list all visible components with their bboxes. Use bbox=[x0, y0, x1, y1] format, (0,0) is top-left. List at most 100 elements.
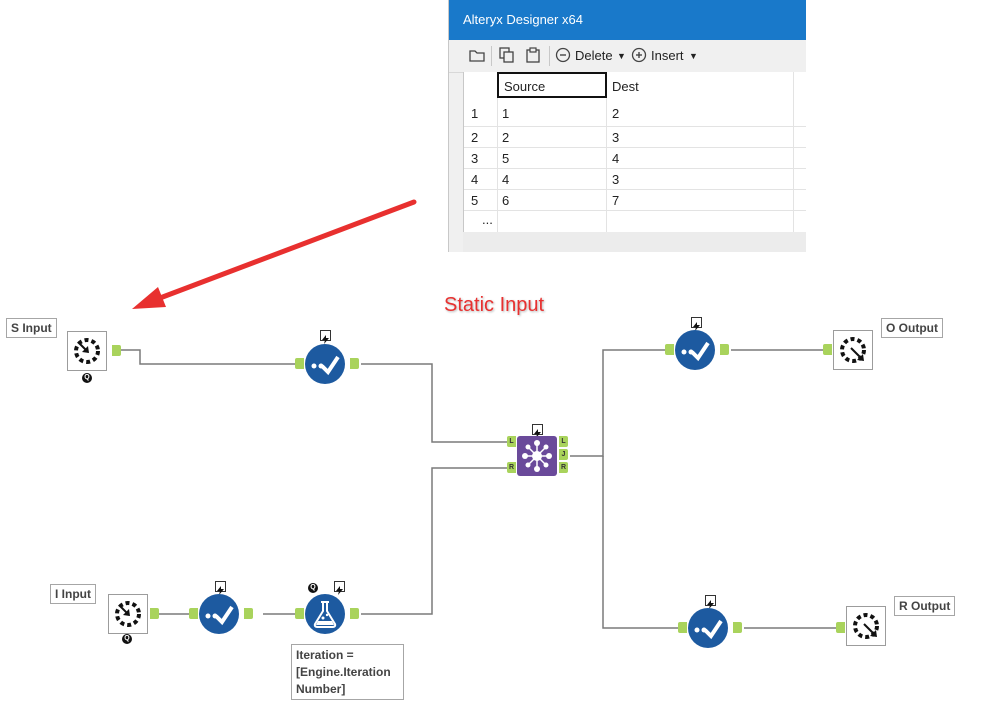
window-title: Alteryx Designer x64 bbox=[449, 0, 806, 40]
grid-line bbox=[497, 72, 498, 232]
flask-icon bbox=[313, 601, 337, 628]
output-anchor[interactable] bbox=[150, 608, 159, 619]
paste-icon[interactable] bbox=[525, 47, 541, 63]
table-cell-source[interactable]: 1 bbox=[502, 106, 510, 121]
join-network-icon bbox=[522, 440, 552, 472]
r-output-label[interactable]: R Output bbox=[894, 596, 956, 616]
checkmark-icon bbox=[694, 619, 723, 640]
table-cell-dest[interactable]: 3 bbox=[612, 130, 620, 145]
plus-circle-icon[interactable] bbox=[631, 47, 647, 63]
formula-annotation[interactable]: Iteration = [Engine.Iteration Number] bbox=[291, 644, 404, 700]
input-anchor[interactable] bbox=[295, 608, 304, 619]
question-badge: Q bbox=[122, 634, 132, 644]
question-badge: Q bbox=[308, 583, 318, 593]
i-input-label[interactable]: I Input bbox=[50, 584, 96, 604]
select-tool-3[interactable] bbox=[675, 330, 715, 370]
connection-line bbox=[361, 467, 507, 615]
o-output-macro-tool[interactable] bbox=[833, 330, 873, 370]
macro-output-icon bbox=[840, 337, 866, 363]
input-anchor[interactable] bbox=[823, 344, 832, 355]
grid-line bbox=[793, 72, 794, 232]
input-anchor[interactable] bbox=[836, 622, 845, 633]
row-number: 1 bbox=[471, 106, 479, 121]
connection-line bbox=[602, 456, 680, 629]
delete-button[interactable]: Delete bbox=[575, 48, 613, 63]
table-cell-dest[interactable]: 3 bbox=[612, 172, 620, 187]
toolbar-separator bbox=[549, 46, 550, 66]
grid-line bbox=[464, 210, 806, 211]
table-cell-source[interactable]: 2 bbox=[502, 130, 510, 145]
row-number: 4 bbox=[471, 172, 479, 187]
row-number: 5 bbox=[471, 193, 479, 208]
toolbar-separator bbox=[491, 46, 492, 66]
r-output-macro-tool[interactable] bbox=[846, 606, 886, 646]
input-anchor[interactable] bbox=[665, 344, 674, 355]
static-input-annotation: Static Input bbox=[444, 294, 545, 316]
table-cell-dest[interactable]: 4 bbox=[612, 151, 620, 166]
table-cell-source[interactable]: 4 bbox=[502, 172, 510, 187]
join-joined-output-anchor[interactable]: J bbox=[559, 449, 568, 460]
grid-line bbox=[606, 72, 607, 232]
output-anchor[interactable] bbox=[733, 622, 742, 633]
lightning-icon bbox=[705, 595, 716, 609]
connection-line bbox=[121, 349, 297, 365]
macro-input-icon bbox=[74, 338, 100, 364]
table-cell-dest[interactable]: 2 bbox=[612, 106, 620, 121]
grid-line bbox=[464, 147, 806, 148]
insert-button[interactable]: Insert bbox=[651, 48, 684, 63]
i-input-macro-tool[interactable] bbox=[108, 594, 148, 634]
output-anchor[interactable] bbox=[350, 358, 359, 369]
table-cell-source[interactable]: 6 bbox=[502, 193, 510, 208]
o-output-label[interactable]: O Output bbox=[881, 318, 943, 338]
select-tool-1[interactable] bbox=[305, 344, 345, 384]
select-tool-2[interactable] bbox=[199, 594, 239, 634]
join-right-input-anchor[interactable]: R bbox=[507, 462, 516, 473]
grid-line bbox=[464, 168, 806, 169]
table-cell-dest[interactable]: 7 bbox=[612, 193, 620, 208]
join-left-input-anchor[interactable]: L bbox=[507, 436, 516, 447]
output-anchor[interactable] bbox=[720, 344, 729, 355]
macro-input-icon bbox=[115, 601, 141, 627]
output-anchor[interactable] bbox=[244, 608, 253, 619]
grid-line bbox=[464, 126, 806, 127]
checkmark-icon bbox=[311, 355, 340, 376]
output-anchor[interactable] bbox=[112, 345, 121, 356]
checkmark-icon bbox=[681, 341, 710, 362]
lightning-icon bbox=[334, 581, 345, 595]
s-input-macro-tool[interactable] bbox=[67, 331, 107, 371]
folder-icon[interactable] bbox=[469, 47, 485, 63]
new-row-ellipsis[interactable]: ... bbox=[482, 212, 493, 227]
column-header-source[interactable]: Source bbox=[497, 72, 607, 98]
join-left-output-anchor[interactable]: L bbox=[559, 436, 568, 447]
output-anchor[interactable] bbox=[350, 608, 359, 619]
s-input-label[interactable]: S Input bbox=[6, 318, 57, 338]
row-number: 3 bbox=[471, 151, 479, 166]
grid-footer bbox=[463, 232, 806, 252]
formula-tool[interactable] bbox=[305, 594, 345, 634]
table-cell-source[interactable]: 5 bbox=[502, 151, 510, 166]
alteryx-window: Alteryx Designer x64 Delete ▼ Insert ▼ bbox=[448, 0, 806, 252]
lightning-icon bbox=[215, 581, 226, 595]
lightning-icon bbox=[532, 424, 543, 438]
join-tool[interactable] bbox=[517, 436, 557, 476]
input-anchor[interactable] bbox=[189, 608, 198, 619]
input-anchor[interactable] bbox=[295, 358, 304, 369]
insert-dropdown-icon[interactable]: ▼ bbox=[689, 51, 698, 61]
column-header-dest[interactable]: Dest bbox=[612, 79, 639, 94]
copy-icon[interactable] bbox=[499, 47, 515, 63]
input-anchor[interactable] bbox=[678, 622, 687, 633]
connection-line bbox=[570, 349, 667, 457]
annotation-arrow bbox=[132, 199, 417, 309]
checkmark-icon bbox=[205, 605, 234, 626]
lightning-icon bbox=[691, 317, 702, 331]
row-number: 2 bbox=[471, 130, 479, 145]
select-tool-4[interactable] bbox=[688, 608, 728, 648]
delete-dropdown-icon[interactable]: ▼ bbox=[617, 51, 626, 61]
macro-output-icon bbox=[853, 613, 879, 639]
join-right-output-anchor[interactable]: R bbox=[559, 462, 568, 473]
minus-circle-icon[interactable] bbox=[555, 47, 571, 63]
question-badge: Q bbox=[82, 373, 92, 383]
lightning-icon bbox=[320, 330, 331, 344]
connection-line bbox=[361, 363, 507, 443]
